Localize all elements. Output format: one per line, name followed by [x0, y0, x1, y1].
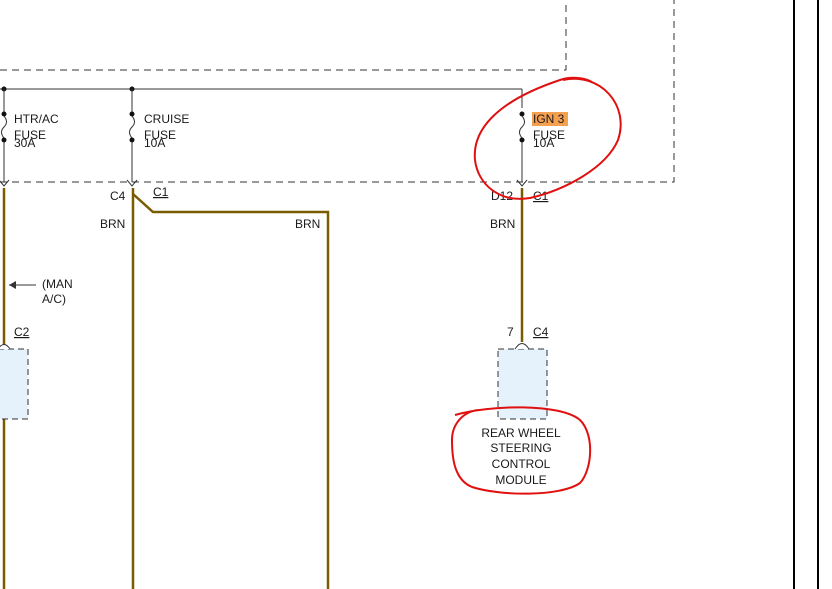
ign3-fuse: [516, 111, 528, 187]
cruise-fuse-rating: 10A: [144, 136, 165, 150]
wire-cruise-right: [132, 193, 330, 589]
red-markup-circle-ign3: [473, 76, 622, 200]
ign3-fuse-label-2: FUSE: [533, 128, 565, 142]
upper-dashed-box-border: [0, 0, 567, 71]
cruise-fuse: [126, 89, 138, 187]
module-label-line3: CONTROL: [492, 457, 551, 471]
htr-ac-fuse-rating: 30A: [14, 136, 35, 150]
ign3-fuse-rating: 10A: [533, 136, 554, 150]
htr-ac-fuse-label: HTR/AC: [14, 112, 59, 126]
connector-c2-label: C2: [14, 325, 30, 339]
fuse-block-dashed-border: [0, 0, 675, 183]
wire-color-label: BRN: [490, 217, 515, 231]
connector-c4-module-label: C4: [533, 325, 549, 339]
wire-color-label: BRN: [100, 217, 125, 231]
red-markup-circle-module: [450, 406, 592, 495]
ign3-fuse-label: IGN 3: [533, 112, 565, 126]
htr-ac-fuse-label-2: FUSE: [14, 128, 46, 142]
man-ac-note: (MAN: [42, 277, 73, 291]
connector-c1-label: C1: [153, 185, 169, 199]
left-component-connector: [0, 344, 11, 350]
ign3-highlight: [532, 112, 568, 126]
htr-ac-fuse: [0, 89, 10, 187]
module-label-line4: MODULE: [495, 473, 546, 487]
connector-c4-label: C4: [110, 189, 126, 203]
module-label-line1: REAR WHEEL: [481, 426, 561, 440]
left-component-box: [0, 348, 29, 420]
cruise-fuse-label-2: FUSE: [144, 128, 176, 142]
wire-color-label: BRN: [295, 217, 320, 231]
man-ac-note-2: A/C): [42, 292, 66, 306]
module-label-line2: STEERING: [490, 441, 551, 455]
pin-7-label: 7: [507, 325, 514, 339]
note-arrow-head: [9, 281, 16, 289]
cruise-fuse-label: CRUISE: [144, 112, 189, 126]
module-connector-cup: [514, 343, 530, 350]
